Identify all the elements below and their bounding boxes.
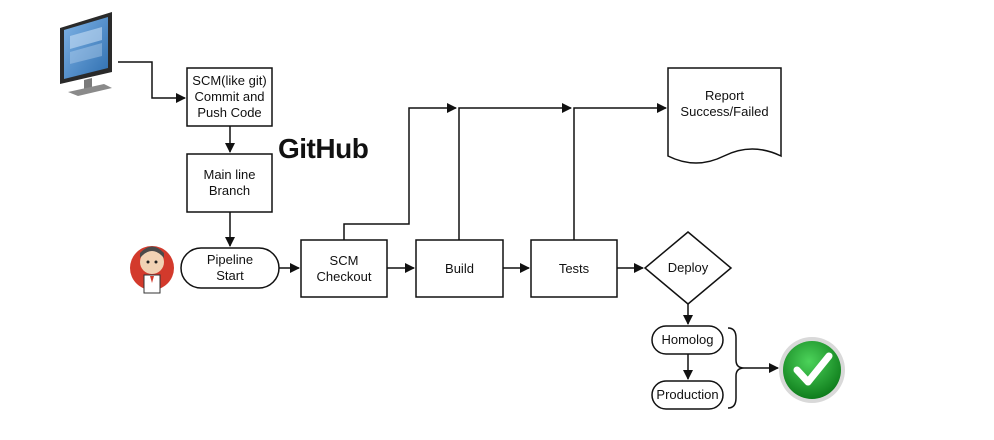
arrow-tests-to-report	[573, 103, 667, 240]
main-line-branch-box	[186, 153, 273, 213]
arrow-checkout-to-report-line	[343, 103, 457, 240]
report-document	[667, 67, 782, 164]
scm-commit-box	[186, 67, 273, 127]
arrow-build-to-report-line	[458, 103, 572, 240]
arrow-computer-to-scm	[118, 61, 186, 103]
production-terminal	[651, 380, 724, 410]
github-logo: GitHub	[278, 133, 369, 164]
deploy-decision	[643, 231, 733, 305]
homolog-terminal	[651, 325, 724, 355]
computer-monitor-icon	[60, 12, 112, 96]
green-checkmark-icon	[779, 337, 845, 403]
tests-box	[530, 239, 618, 298]
scm-checkout-box	[300, 239, 388, 298]
jenkins-butler-icon	[130, 246, 174, 294]
group-brace	[727, 327, 745, 409]
pipeline-start-terminal	[180, 247, 280, 289]
build-box	[415, 239, 504, 298]
